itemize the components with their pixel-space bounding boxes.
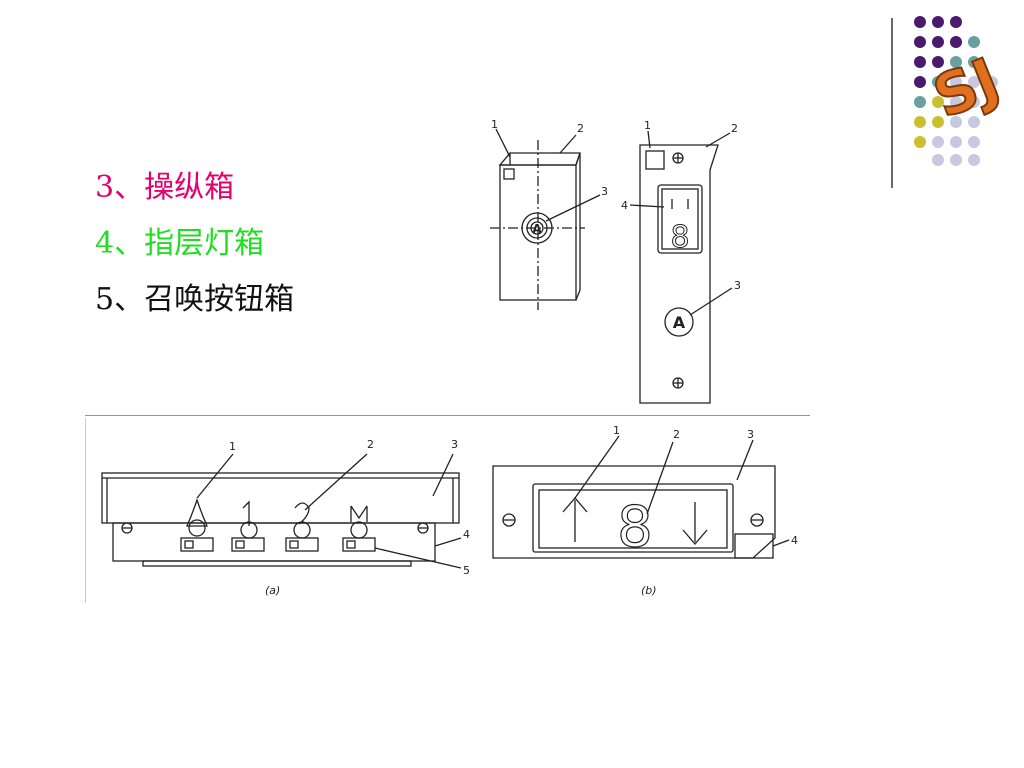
up-arrow-icon	[562, 497, 588, 542]
callout-top-left-2: 2	[577, 122, 584, 135]
callout-a-4: 4	[463, 528, 470, 541]
callout-top-right-4: 4	[621, 199, 628, 212]
top-right-button-symbol: A	[673, 313, 686, 332]
down-arrow-icon	[682, 502, 708, 545]
bullet-item-operation-box: 3、操纵箱	[95, 170, 235, 205]
bullet-item-call-button-box: 5、召唤按钮箱	[95, 282, 295, 317]
callout-a-2: 2	[367, 438, 374, 451]
top-left-button-symbol: A	[532, 222, 542, 236]
callout-top-left-1: 1	[491, 118, 498, 131]
top-diagram: A A 8 1 2 3 1 2 3 4	[490, 118, 741, 404]
callout-top-right-1: 1	[644, 119, 651, 132]
callout-top-left-3: 3	[601, 185, 608, 198]
operation-box-side-view	[490, 128, 601, 310]
callout-b-2: 2	[673, 428, 680, 441]
callout-a-3: 3	[451, 438, 458, 451]
call-button-4	[342, 505, 376, 552]
callout-a-1: 1	[229, 440, 236, 453]
caption-b: (b)	[641, 584, 657, 597]
callout-b-4: 4	[791, 534, 798, 547]
operation-box-front-view	[629, 130, 733, 404]
bullet-list: 3、操纵箱 4、指层灯箱 5、召唤按钮箱	[95, 160, 294, 328]
panel-b-display-digit: 8	[617, 495, 653, 560]
callout-top-right-2: 2	[731, 122, 738, 135]
call-button-3	[285, 502, 319, 552]
caption-a: (a)	[265, 584, 280, 597]
bottom-diagram: 8 1 2 3 4 5 1 2 3 4 (a) (b)	[85, 418, 798, 603]
callout-a-5: 5	[463, 564, 470, 577]
logo-dots	[914, 16, 998, 166]
top-right-display-digit: 8	[670, 220, 689, 255]
floor-indicator-box-panel-b	[492, 435, 790, 559]
callout-top-right-3: 3	[734, 279, 741, 292]
call-button-2	[231, 500, 265, 552]
bullet-item-floor-indicator-box: 4、指层灯箱	[95, 226, 265, 261]
call-button-box-panel-a	[101, 453, 462, 569]
callout-b-1: 1	[613, 424, 620, 437]
vertical-divider	[891, 18, 893, 188]
horizontal-divider	[85, 415, 810, 416]
logo: SJ	[914, 16, 1009, 166]
call-button-1	[180, 497, 214, 552]
callout-b-3: 3	[747, 428, 754, 441]
